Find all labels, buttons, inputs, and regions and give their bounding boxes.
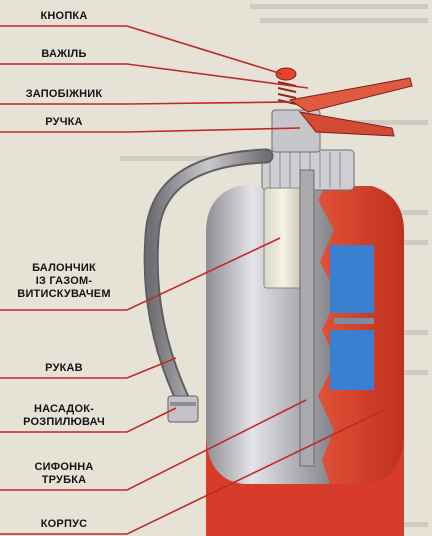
label-safety-pin: ЗАПОБІЖНИК — [0, 88, 128, 101]
siphon-tube — [300, 170, 314, 466]
leader-line-safety-pin — [0, 102, 290, 104]
push-button — [276, 68, 296, 80]
label-gas-cartridge-line1: БАЛОНЧИК — [0, 262, 128, 275]
body-label-upper — [330, 245, 374, 313]
label-button: КНОПКА — [0, 10, 128, 23]
gas-cartridge — [264, 188, 302, 288]
label-nozzle-line2: РОЗПИЛЮВАЧ — [0, 416, 128, 429]
label-hose: РУКАВ — [0, 362, 128, 375]
label-nozzle-line1: НАСАДОК- — [0, 403, 128, 416]
label-handle: РУЧКА — [0, 116, 128, 129]
label-nozzle: НАСАДОК- РОЗПИЛЮВАЧ — [0, 403, 128, 429]
label-body: КОРПУС — [0, 518, 128, 531]
label-siphon-tube-line2: ТРУБКА — [0, 474, 128, 487]
extinguisher-lever — [290, 78, 412, 112]
label-gas-cartridge: БАЛОНЧИК ІЗ ГАЗОМ- ВИТИСКУВАЧЕМ — [0, 262, 128, 301]
label-siphon-tube: СИФОННА ТРУБКА — [0, 461, 128, 487]
body-label-lower — [330, 330, 374, 390]
label-siphon-tube-line1: СИФОННА — [0, 461, 128, 474]
label-gas-cartridge-line2: ІЗ ГАЗОМ- — [0, 275, 128, 288]
label-gas-cartridge-line3: ВИТИСКУВАЧЕМ — [0, 288, 128, 301]
label-lever: ВАЖІЛЬ — [0, 48, 128, 61]
